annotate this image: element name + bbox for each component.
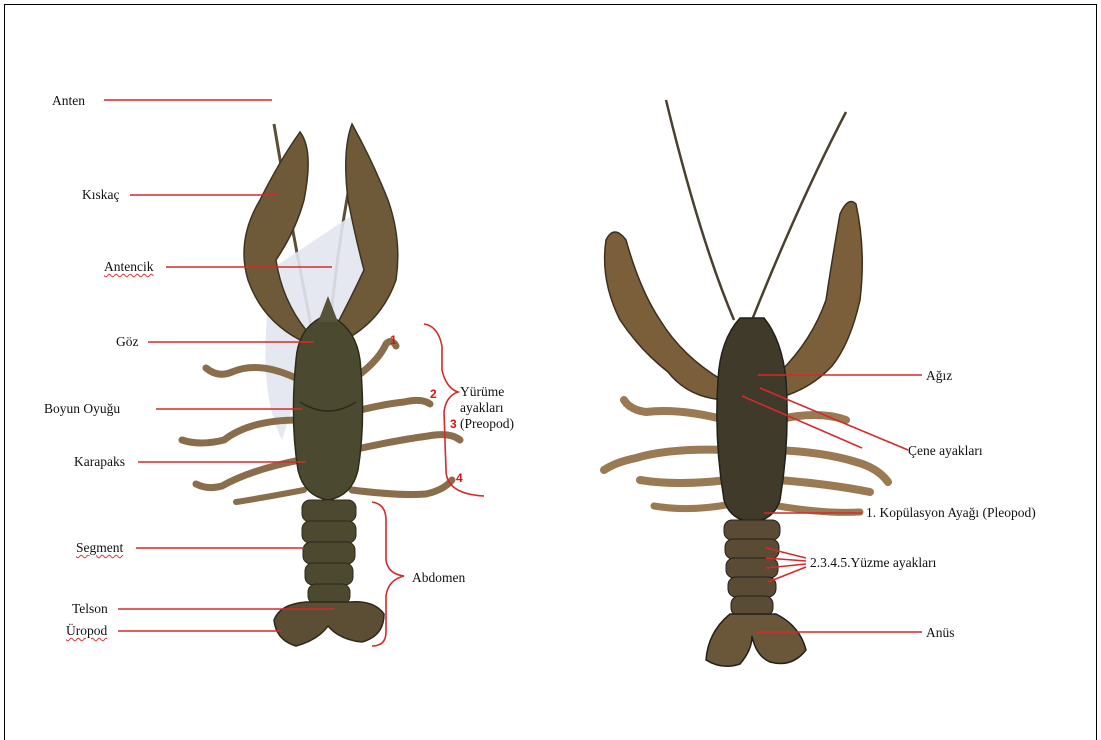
dorsal-leg-right-4 <box>352 480 452 495</box>
leg-number-3: 3 <box>450 418 457 430</box>
leg-number-4: 4 <box>456 472 463 484</box>
label-kiskac: Kıskaç <box>82 188 120 202</box>
label-telson: Telson <box>72 602 108 616</box>
label-goz: Göz <box>116 335 139 349</box>
ventral-leg-right-4 <box>778 506 860 512</box>
label-karapaks: Karapaks <box>74 455 125 469</box>
ventral-crayfish <box>604 100 888 666</box>
label-boyun-oyugu: Boyun Oyuğu <box>44 402 120 416</box>
label-anus: Anüs <box>926 626 955 640</box>
label-yurume-line3: (Preopod) <box>460 417 514 431</box>
dorsal-carapace <box>293 318 362 500</box>
label-yuzme: 2.3.4.5.Yüzme ayakları <box>810 556 936 570</box>
label-abdomen: Abdomen <box>412 571 465 585</box>
dorsal-leg-right-3 <box>352 435 460 450</box>
ventral-leg-right-3 <box>778 480 870 492</box>
dorsal-leg-right-2 <box>352 400 430 412</box>
ventral-leg-left-3 <box>640 480 728 483</box>
dorsal-leg-left-3 <box>196 460 300 488</box>
dorsal-crayfish <box>182 124 460 646</box>
ventral-leg-left-1 <box>624 400 726 420</box>
ventral-tail-fan <box>706 614 806 666</box>
label-yurume-line2: ayakları <box>460 401 503 415</box>
label-agiz: Ağız <box>926 369 952 383</box>
ventral-leg-left-2 <box>604 450 726 470</box>
label-yurume-line1: Yürüme <box>460 385 504 399</box>
label-kopulasyon: 1. Kopülasyon Ayağı (Pleopod) <box>866 506 1036 520</box>
label-segment: Segment <box>76 541 123 555</box>
leg-number-2: 2 <box>430 388 437 400</box>
ventral-leg-right-2 <box>776 450 888 482</box>
leg-number-1: 1 <box>390 334 397 346</box>
dorsal-leg-left-4 <box>236 490 304 502</box>
ventral-cephalothorax <box>717 318 787 522</box>
ventral-antenna-left <box>666 100 734 320</box>
label-antencik: Antencik <box>104 260 154 274</box>
label-uropod: Üropod <box>66 624 107 638</box>
label-cene-ayaklari: Çene ayakları <box>908 444 983 458</box>
ventral-leg-left-4 <box>654 504 732 509</box>
label-anten: Anten <box>52 94 85 108</box>
dorsal-abdomen <box>302 500 356 604</box>
